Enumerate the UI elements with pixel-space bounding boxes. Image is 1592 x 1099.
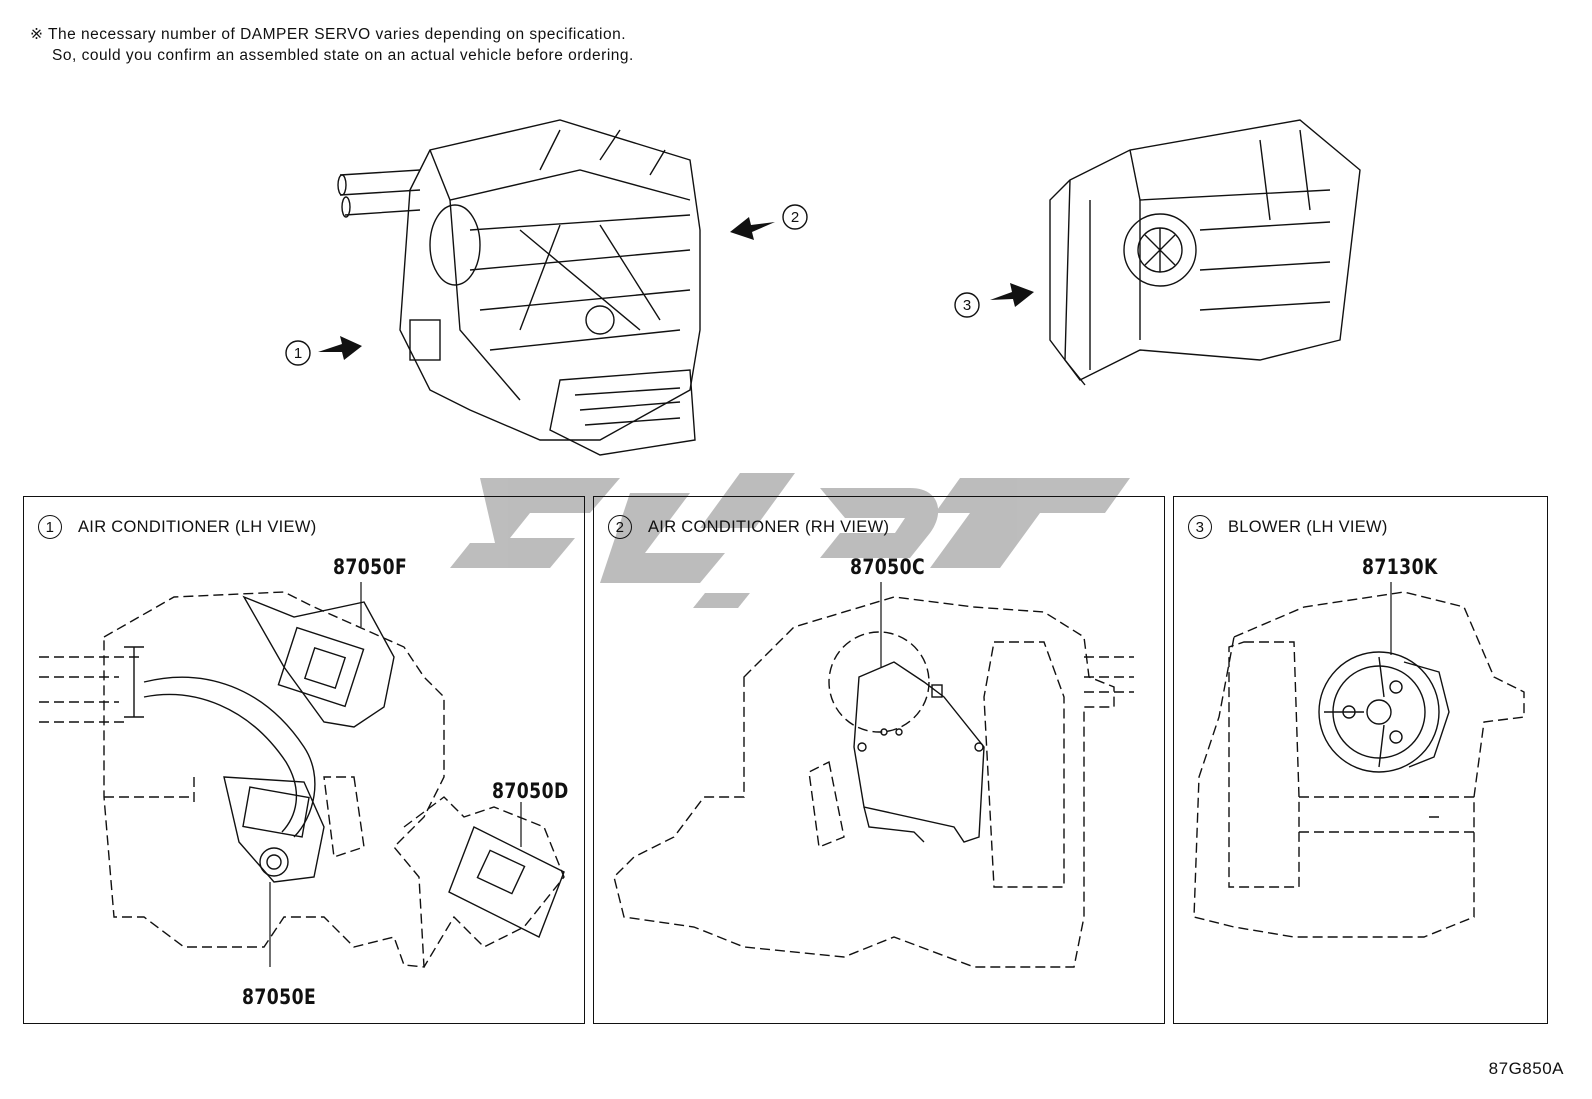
marker-2-circle <box>782 204 808 230</box>
panel-1-title: AIR CONDITIONER (LH VIEW) <box>78 517 317 536</box>
part-87050E-label[interactable]: 87050E <box>242 985 317 1009</box>
panel-3-number: 3 <box>1188 515 1212 539</box>
ac-lh-view-drawing <box>39 582 565 968</box>
part-87130K-label[interactable]: 87130K <box>1362 555 1438 579</box>
watermark-logo <box>450 473 1130 608</box>
panel-2-number: 2 <box>608 515 632 539</box>
marker-3-circle <box>954 292 980 318</box>
part-87050D-label[interactable]: 87050D <box>492 779 569 803</box>
marker-3-label: 3 <box>963 297 971 314</box>
blower-lh-view-drawing <box>1193 582 1525 938</box>
panel-ac-lh-view: 1 AIR CONDITIONER (LH VIEW) <box>23 496 585 1024</box>
diagram-code: 87G850A <box>1488 1059 1564 1078</box>
panel-3-header: 3 BLOWER (LH VIEW) <box>1188 515 1388 539</box>
part-87050C-label[interactable]: 87050C <box>850 555 926 579</box>
arrow-2-icon <box>730 217 775 240</box>
panel-3-title: BLOWER (LH VIEW) <box>1228 517 1388 536</box>
ac-unit-rh-body <box>1049 119 1361 381</box>
panel-1-number: 1 <box>38 515 62 539</box>
arrow-1-icon <box>318 336 362 360</box>
panel-2-header: 2 AIR CONDITIONER (RH VIEW) <box>608 515 889 539</box>
ac-unit-lh-body <box>399 119 701 441</box>
marker-2-label: 2 <box>791 209 799 226</box>
panel-1-header: 1 AIR CONDITIONER (LH VIEW) <box>38 515 317 539</box>
ac-rh-view-drawing <box>613 582 1134 968</box>
part-87050F-label[interactable]: 87050F <box>333 555 408 579</box>
note-line-1: ※ The necessary number of DAMPER SERVO v… <box>30 26 626 43</box>
marker-1-label: 1 <box>294 345 302 362</box>
panel-blower-lh-view: 3 BLOWER (LH VIEW) 87130K <box>1173 496 1548 1024</box>
panel-2-title: AIR CONDITIONER (RH VIEW) <box>648 517 890 536</box>
specification-note: ※ The necessary number of DAMPER SERVO v… <box>30 24 634 66</box>
arrow-3-icon <box>990 283 1034 307</box>
panel-ac-rh-view: 2 AIR CONDITIONER (RH VIEW) 87050C <box>593 496 1165 1024</box>
marker-1-circle <box>285 340 311 366</box>
note-line-2: So, could you confirm an assembled state… <box>52 47 634 64</box>
overview-illustration: 1 2 3 <box>285 119 1361 456</box>
